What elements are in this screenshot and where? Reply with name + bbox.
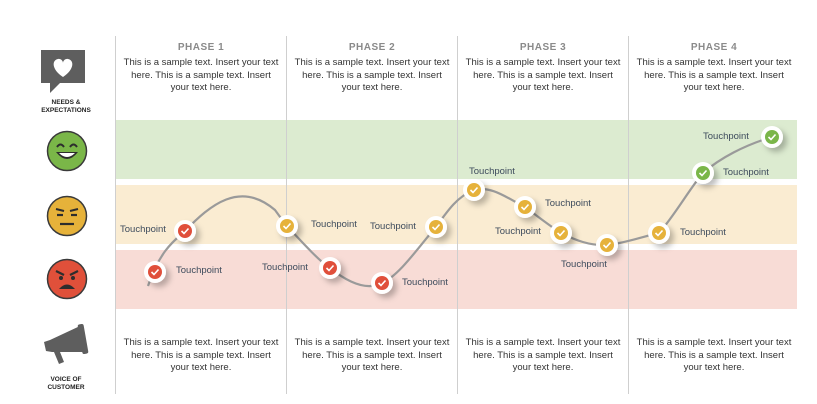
- touchpoint-label: Touchpoint: [311, 219, 357, 230]
- phase-footer-text: This is a sample text. Insert your text …: [294, 337, 450, 373]
- megaphone-icon: [44, 324, 89, 364]
- touchpoint-marker-neutral[interactable]: [514, 196, 536, 218]
- phase-header: PHASE 4 This is a sample text. Insert yo…: [634, 42, 794, 95]
- neutral-face-icon: [46, 195, 88, 237]
- heart-chat-icon: [41, 50, 85, 93]
- touchpoint-label: Touchpoint: [703, 131, 749, 142]
- voice-label-line2: CUSTOMER: [47, 384, 85, 391]
- touchpoint-label: Touchpoint: [176, 265, 222, 276]
- phase-header: PHASE 2 This is a sample text. Insert yo…: [292, 42, 452, 95]
- phase-description: This is a sample text. Insert your text …: [123, 57, 279, 93]
- touchpoint-label: Touchpoint: [402, 277, 448, 288]
- voice-of-customer-label: VOICE OF CUSTOMER: [24, 376, 108, 392]
- touchpoint-label: Touchpoint: [262, 262, 308, 273]
- touchpoint-marker-neutral[interactable]: [463, 179, 485, 201]
- touchpoint-label: Touchpoint: [561, 259, 607, 270]
- angry-face-icon: [46, 258, 88, 300]
- needs-label-line2: EXPECTATIONS: [41, 107, 91, 114]
- touchpoint-marker-negative[interactable]: [174, 220, 196, 242]
- negative-band: [116, 250, 797, 309]
- phase-header: PHASE 3 This is a sample text. Insert yo…: [463, 42, 623, 95]
- phase-title: PHASE 1: [177, 42, 225, 53]
- phase-divider: [115, 36, 116, 394]
- touchpoint-marker-negative[interactable]: [144, 261, 166, 283]
- phase-title: PHASE 4: [690, 42, 738, 53]
- positive-band: [116, 120, 797, 179]
- touchpoint-marker-neutral[interactable]: [425, 216, 447, 238]
- phase-footer-text: This is a sample text. Insert your text …: [123, 337, 279, 373]
- needs-expectations-label: NEEDS & EXPECTATIONS: [24, 99, 108, 115]
- phase-description: This is a sample text. Insert your text …: [465, 57, 621, 93]
- touchpoint-label: Touchpoint: [120, 224, 166, 235]
- phase-header: PHASE 1 This is a sample text. Insert yo…: [121, 42, 281, 95]
- voice-label-line1: VOICE OF: [50, 376, 82, 383]
- phase-divider: [286, 36, 287, 394]
- touchpoint-label: Touchpoint: [723, 167, 769, 178]
- touchpoint-marker-negative[interactable]: [371, 272, 393, 294]
- phase-description: This is a sample text. Insert your text …: [636, 57, 792, 93]
- touchpoint-label: Touchpoint: [469, 166, 515, 177]
- phase-description: This is a sample text. Insert your text …: [294, 57, 450, 93]
- touchpoint-label: Touchpoint: [495, 226, 541, 237]
- phase-divider: [628, 36, 629, 394]
- touchpoint-marker-positive[interactable]: [761, 126, 783, 148]
- touchpoint-marker-neutral[interactable]: [596, 234, 618, 256]
- journey-curve: [146, 135, 773, 288]
- touchpoint-marker-neutral[interactable]: [550, 222, 572, 244]
- touchpoint-marker-neutral[interactable]: [276, 215, 298, 237]
- touchpoint-label: Touchpoint: [370, 221, 416, 232]
- touchpoint-label: Touchpoint: [680, 227, 726, 238]
- touchpoint-marker-neutral[interactable]: [648, 222, 670, 244]
- needs-label-line1: NEEDS &: [51, 99, 81, 106]
- phase-footer-text: This is a sample text. Insert your text …: [636, 337, 792, 373]
- neutral-band: [116, 185, 797, 244]
- touchpoint-marker-negative[interactable]: [319, 257, 341, 279]
- phase-divider: [457, 36, 458, 394]
- phase-title: PHASE 2: [348, 42, 396, 53]
- happy-face-icon: [46, 130, 88, 172]
- touchpoint-label: Touchpoint: [545, 198, 591, 209]
- touchpoint-marker-positive[interactable]: [692, 162, 714, 184]
- phase-title: PHASE 3: [519, 42, 567, 53]
- phase-footer-text: This is a sample text. Insert your text …: [465, 337, 621, 373]
